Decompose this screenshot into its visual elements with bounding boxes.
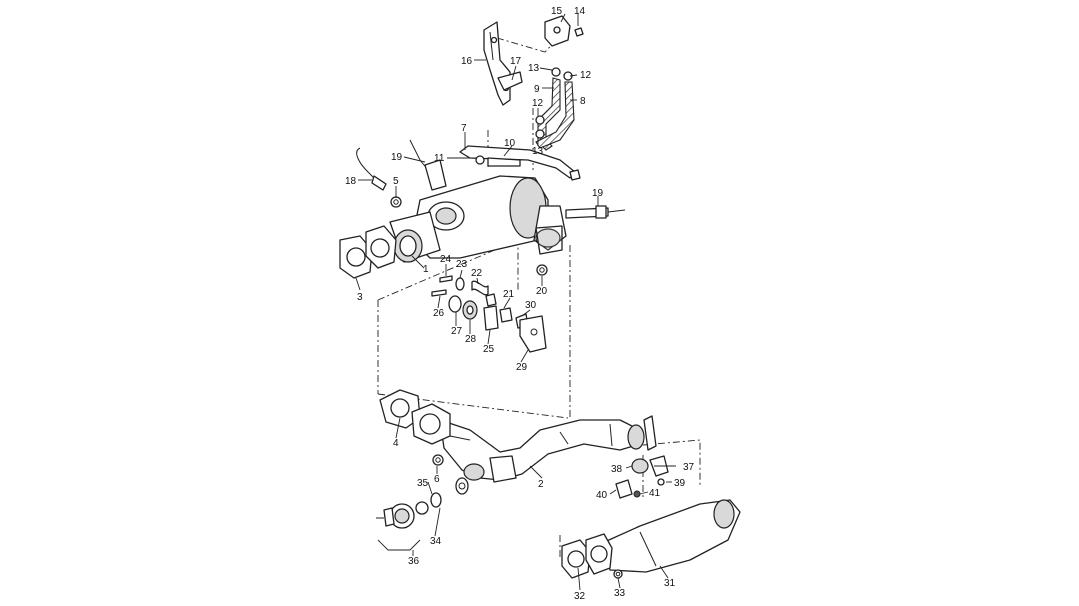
- bracket-assembly: [483, 15, 584, 106]
- label-part-41: 41: [649, 488, 661, 499]
- leader-lines: [355, 13, 676, 591]
- label-part-9: 9: [534, 84, 540, 95]
- label-part-35: 35: [417, 478, 429, 489]
- label-part-20: 20: [536, 286, 548, 297]
- part-number-labels: 1 2 3 4 5 6 7 8 9 10 11 12 12 13 13 14 1…: [345, 6, 695, 602]
- label-part-11: 11: [434, 153, 445, 164]
- label-part-2: 2: [538, 479, 544, 490]
- label-part-29: 29: [516, 362, 528, 373]
- flange-gasket-3: [339, 225, 397, 279]
- egr-pipe: [459, 145, 581, 181]
- label-part-13-upper: 13: [528, 63, 540, 74]
- label-part-30: 30: [525, 300, 537, 311]
- mounting-hardware: [431, 275, 547, 353]
- label-part-27: 27: [451, 326, 463, 337]
- braided-hose-assembly: [535, 67, 575, 151]
- label-part-19-left: 19: [391, 152, 403, 163]
- label-part-36: 36: [408, 556, 420, 567]
- label-part-5: 5: [393, 176, 399, 187]
- label-part-37: 37: [683, 462, 695, 473]
- label-part-19-right: 19: [592, 188, 604, 199]
- label-part-39: 39: [674, 478, 686, 489]
- label-part-40: 40: [596, 490, 608, 501]
- nut-6: [432, 454, 444, 466]
- label-part-16: 16: [461, 56, 473, 67]
- label-part-6: 6: [434, 474, 440, 485]
- sensor-wires: [356, 139, 626, 219]
- label-part-31: 31: [664, 578, 676, 589]
- label-part-32: 32: [574, 591, 586, 602]
- label-part-14: 14: [574, 6, 586, 17]
- label-part-12-lower: 12: [532, 98, 544, 109]
- label-part-13-lower: 13: [532, 146, 544, 157]
- label-part-34: 34: [430, 536, 442, 547]
- label-part-17: 17: [510, 56, 522, 67]
- label-part-26: 26: [433, 308, 445, 319]
- label-part-24: 24: [440, 254, 452, 265]
- nuts: [390, 196, 548, 276]
- label-part-18: 18: [345, 176, 357, 187]
- label-part-21: 21: [503, 289, 515, 300]
- diesel-particulate-filter: [389, 175, 567, 263]
- label-part-38: 38: [611, 464, 623, 475]
- flange-gasket-4: [379, 389, 451, 445]
- label-part-1: 1: [423, 264, 429, 275]
- hanger-bracket-assembly: [615, 455, 669, 499]
- label-part-7: 7: [461, 123, 467, 134]
- front-exhaust-pipe: [439, 415, 657, 483]
- label-part-15: 15: [551, 6, 563, 17]
- label-part-10: 10: [504, 138, 516, 149]
- label-part-8: 8: [580, 96, 586, 107]
- label-part-12-upper: 12: [580, 70, 592, 81]
- label-part-22: 22: [471, 268, 483, 279]
- label-part-25: 25: [483, 344, 495, 355]
- label-part-4: 4: [393, 438, 399, 449]
- label-part-3: 3: [357, 292, 363, 303]
- pressure-sensor-assembly: [376, 477, 469, 529]
- label-part-33: 33: [614, 588, 626, 599]
- label-part-23: 23: [456, 259, 468, 270]
- rear-catalyst: [561, 499, 741, 579]
- label-part-28: 28: [465, 334, 477, 345]
